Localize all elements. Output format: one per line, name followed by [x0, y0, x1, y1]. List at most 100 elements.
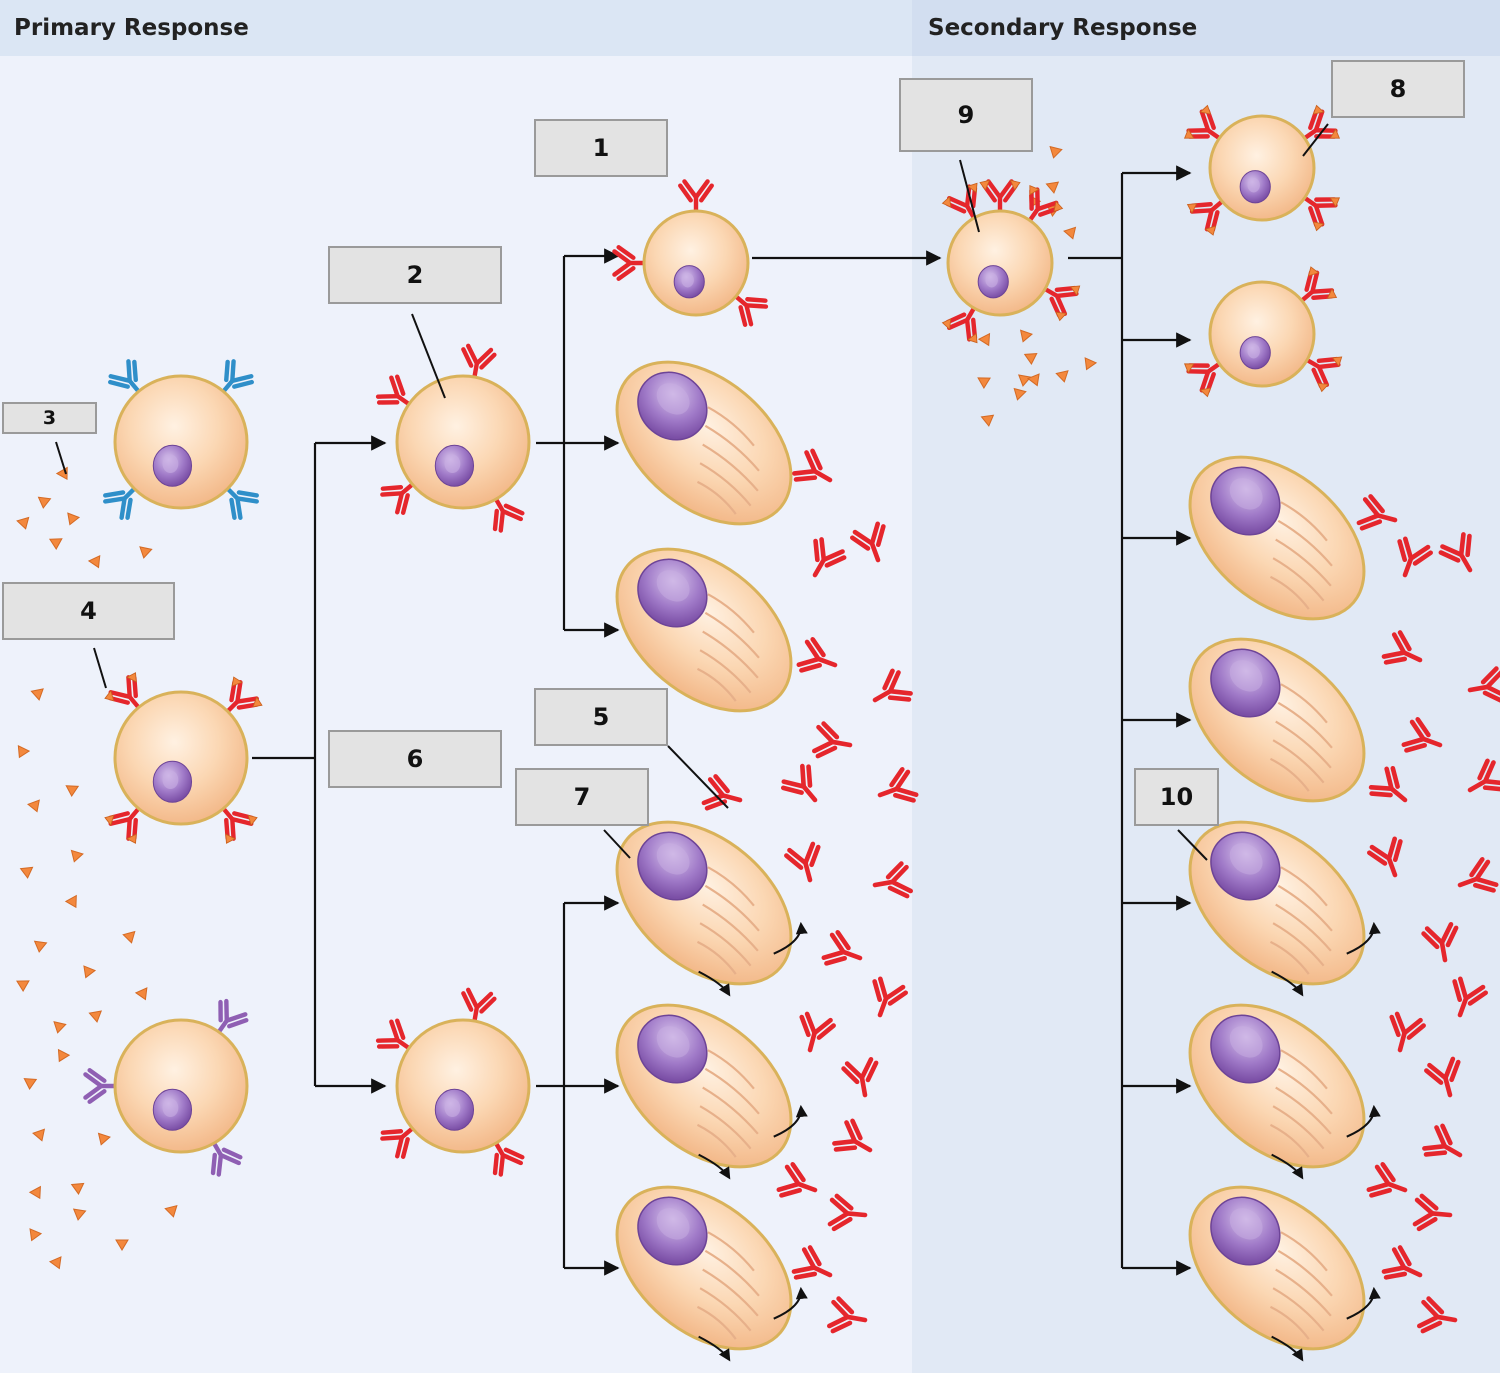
antigen-icon: [19, 866, 34, 879]
endoplasmic-reticulum: [704, 1067, 760, 1115]
antigen-icon: [115, 1239, 129, 1251]
free-antibody-icon: [827, 1193, 868, 1232]
receptor-antibody-icon: [678, 179, 714, 217]
endoplasmic-reticulum: [696, 1305, 737, 1340]
free-antibody-icon: [1412, 1193, 1453, 1232]
antigen-icon: [32, 1128, 46, 1142]
free-antibody-icon: [799, 1011, 836, 1053]
cell-membrane: [1208, 114, 1316, 222]
free-antibody-icon: [1368, 765, 1408, 803]
memory-cell-secondary-1: [1183, 104, 1341, 236]
receptor-antibody-icon: [104, 672, 143, 712]
cell-membrane: [113, 374, 249, 510]
antigen-icon: [64, 894, 77, 909]
receptor-antibody-icon: [210, 1138, 243, 1177]
receptor-antibody-icon: [461, 987, 497, 1027]
endoplasmic-reticulum: [1280, 501, 1328, 542]
antigen-icon: [37, 496, 52, 509]
endoplasmic-reticulum: [1275, 1086, 1332, 1135]
label-box-4: 4: [2, 582, 175, 640]
secretion-arrow-icon: [1346, 1286, 1381, 1320]
endoplasmic-reticulum: [1272, 739, 1325, 784]
free-antibody-icon: [1422, 1123, 1463, 1158]
plasma-cell: [615, 360, 793, 526]
free-antibody-icon: [877, 767, 919, 803]
label-box-2: 2: [328, 246, 502, 304]
free-antibody-icon: [832, 1118, 873, 1153]
secretion-arrow-icon: [1346, 921, 1381, 955]
endoplasmic-reticulum: [1272, 557, 1325, 602]
leader-line: [959, 159, 980, 233]
plasma-cell-secreting: [1188, 1185, 1381, 1362]
secretion-arrow-icon: [773, 921, 808, 955]
endoplasmic-reticulum: [1269, 757, 1310, 792]
endoplasmic-reticulum: [696, 1123, 737, 1158]
endoplasmic-reticulum: [707, 866, 755, 907]
antigen-icon: [1013, 387, 1027, 401]
label-box-1: 1: [534, 119, 668, 177]
endoplasmic-reticulum: [696, 940, 737, 975]
free-antibody-icon: [812, 537, 847, 578]
endoplasmic-reticulum: [704, 424, 760, 472]
receptor-antibody-icon: [1299, 193, 1341, 232]
antigen-icon: [29, 1228, 43, 1242]
endoplasmic-reticulum: [1269, 1123, 1310, 1158]
antigen-icon: [30, 688, 44, 701]
free-antibody-icon: [850, 521, 886, 563]
cell-membrane: [1208, 280, 1316, 388]
endoplasmic-reticulum: [1275, 1268, 1332, 1317]
free-antibody-icon: [1381, 630, 1423, 665]
endoplasmic-reticulum: [1280, 866, 1328, 907]
endoplasmic-reticulum: [699, 922, 752, 967]
cell-membrane: [946, 209, 1054, 317]
antigen-icon: [977, 332, 991, 347]
antigen-icon: [70, 1182, 85, 1195]
free-antibody-icon: [1417, 1296, 1458, 1334]
endoplasmic-reticulum: [699, 462, 752, 507]
receptor-antibody-icon: [380, 480, 417, 515]
secretion-arrow-icon: [698, 1153, 731, 1180]
endoplasmic-reticulum: [704, 884, 760, 932]
free-antibody-icon: [872, 976, 908, 1018]
endoplasmic-reticulum: [1269, 575, 1310, 610]
free-antibody-icon: [872, 861, 913, 899]
antigen-icon: [980, 414, 995, 427]
connector-lines: [252, 165, 1192, 1276]
free-antibody-icon: [872, 668, 913, 703]
antigen-icon: [164, 1204, 178, 1218]
free-antibody-icon: [1424, 1056, 1461, 1098]
endoplasmic-reticulum: [696, 480, 737, 515]
free-antibody-icon: [1457, 857, 1499, 893]
receptor-antibody-icon: [612, 245, 650, 281]
free-antibody-icon: [776, 1162, 818, 1198]
endoplasmic-reticulum: [1275, 538, 1332, 587]
antigen-icon: [83, 965, 97, 979]
leader-line: [55, 441, 67, 475]
antigen-particles: [16, 145, 1098, 1270]
plasma-cell-secreting: [615, 1185, 808, 1362]
free-antibody-icon: [1389, 1011, 1426, 1053]
endoplasmic-reticulum: [1277, 884, 1333, 932]
memory-cell-primary: [612, 179, 769, 327]
endoplasmic-reticulum: [1272, 1287, 1325, 1332]
free-antibody-icon: [1401, 717, 1443, 753]
endoplasmic-reticulum: [1277, 1249, 1333, 1297]
free-antibody-icon: [827, 1296, 868, 1334]
cell-membrane: [113, 1018, 249, 1154]
antigen-icon: [97, 1132, 111, 1146]
endoplasmic-reticulum: [699, 1287, 752, 1332]
free-antibody-icon: [1366, 1162, 1408, 1198]
antigen-icon: [1055, 370, 1069, 383]
free-antibody-icon: [1367, 836, 1403, 878]
cells-layer: [83, 104, 1381, 1362]
receptor-antibody-icon: [979, 179, 1021, 217]
label-box-7: 7: [515, 768, 649, 826]
free-antibody-icon: [821, 930, 863, 966]
endoplasmic-reticulum: [702, 903, 759, 952]
endoplasmic-reticulum: [696, 667, 737, 702]
label-box-6: 6: [328, 730, 502, 788]
antigen-icon: [977, 377, 991, 389]
free-antibody-icon: [784, 841, 821, 883]
antigen-icon: [48, 538, 63, 550]
